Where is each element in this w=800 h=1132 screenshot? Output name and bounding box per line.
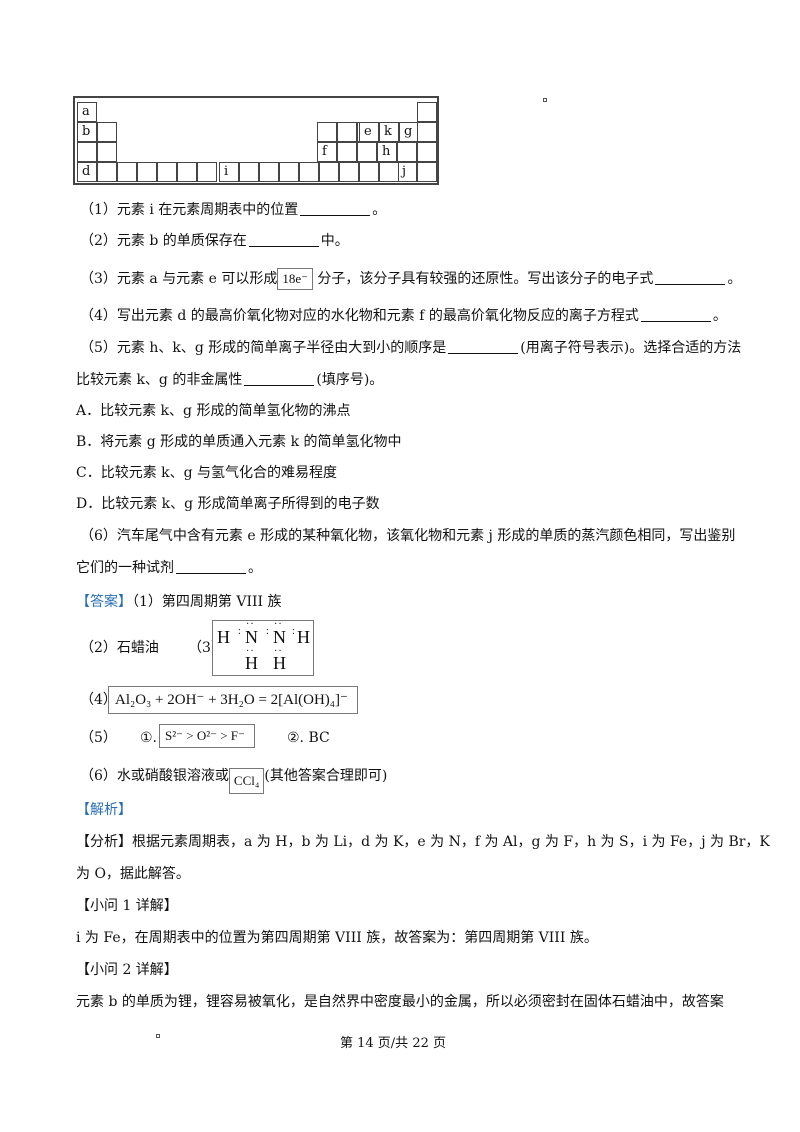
answer-tag: 【答案】 <box>76 594 132 610</box>
corner-mark-top <box>543 98 547 102</box>
table-cell: a <box>77 102 97 122</box>
table-cell <box>359 162 379 182</box>
lewis-atom: N <box>245 627 258 647</box>
answer-blank <box>300 202 371 216</box>
table-cell <box>339 162 359 182</box>
table-cell: b <box>77 122 97 142</box>
table-cell: e <box>359 122 379 142</box>
subquestion-1-text: i 为 Fe，在周期表中的位置为第四周期第 VIII 族，故答案为：第四周期第 … <box>76 930 598 946</box>
corner-mark-bottom <box>156 1034 160 1038</box>
answer-blank <box>448 340 519 354</box>
page-number: 第 14 页/共 22 页 <box>340 1036 446 1051</box>
18e-molecule-box: 18e⁻ <box>277 268 313 290</box>
table-cell <box>97 162 117 182</box>
lewis-atom: H <box>273 653 286 673</box>
table-cell <box>117 162 137 182</box>
table-cell <box>299 162 319 182</box>
subquestion-2-title: 【小问 2 详解】 <box>76 962 178 978</box>
ionic-equation-box: Al₂O₃ + 2OH⁻ + 3H₂O = 2[Al(OH)₄]⁻ <box>108 686 358 714</box>
answer-5-part-1: ①. <box>140 730 158 746</box>
lewis-atom: H <box>297 627 310 647</box>
table-cell <box>417 142 437 162</box>
table-cell: j <box>397 162 417 182</box>
table-cell <box>317 122 337 142</box>
question-1: （1）元素 i 在元素周期表中的位置。 <box>80 202 387 218</box>
subquestion-2-text: 元素 b 的单质为锂，锂容易被氧化，是自然界中密度最小的金属，所以必须密封在固体… <box>76 994 724 1010</box>
table-cell <box>97 122 117 142</box>
question-6-line-2: 它们的一种试剂。 <box>76 560 262 576</box>
table-cell <box>77 142 97 162</box>
electron-dots: : <box>266 626 270 637</box>
lewis-atom: H <box>217 627 230 647</box>
answer-4-label: （4） <box>80 692 117 708</box>
table-cell <box>319 162 339 182</box>
table-cell <box>397 142 417 162</box>
option-b: B．将元素 g 形成的单质通入元素 k 的简单氢化物中 <box>76 434 402 450</box>
ccl4-box: CCl₄ <box>228 768 265 794</box>
answer-2: （2）石蜡油 <box>80 640 159 656</box>
table-cell <box>279 162 299 182</box>
answer-blank <box>244 372 315 386</box>
option-d: D．比较元素 k、g 形成简单离子所得到的电子数 <box>76 496 380 512</box>
lewis-atom: N <box>273 627 286 647</box>
table-cell: h <box>377 142 397 162</box>
lewis-atom: H <box>245 653 258 673</box>
table-cell <box>259 162 279 182</box>
table-cell <box>197 162 217 182</box>
option-a: A．比较元素 k、g 形成的简单氢化物的沸点 <box>76 403 351 419</box>
table-cell <box>417 102 437 122</box>
table-cell <box>97 142 117 162</box>
question-6-line-1: （6）汽车尾气中含有元素 e 形成的某种氧化物，该氧化物和元素 j 形成的单质的… <box>80 528 736 544</box>
electron-dots: : <box>292 626 296 637</box>
table-cell: i <box>219 162 239 182</box>
answer-blank <box>176 560 246 574</box>
question-5-line-2: 比较元素 k、g 的非金属性(填序号)。 <box>76 372 384 388</box>
answer-5-label: （5） <box>80 730 117 746</box>
analysis-intro-line-2: 为 O，据此解答。 <box>76 866 190 882</box>
electron-dots: ·· <box>274 619 283 630</box>
answer-blank <box>655 271 726 285</box>
table-cell <box>177 162 197 182</box>
hydrazine-lewis-structure: H N N H H H ·· ·· : : : ·· ·· <box>212 620 314 676</box>
table-cell <box>417 122 437 142</box>
electron-dots: : <box>238 626 242 637</box>
table-cell <box>337 142 357 162</box>
electron-dots: ·· <box>274 646 283 657</box>
table-cell <box>379 162 399 182</box>
option-c: C．比较元素 k、g 与氢气化合的难易程度 <box>76 465 338 481</box>
answer-1: 【答案】（1）第四周期第 VIII 族 <box>76 594 282 610</box>
electron-dots: ·· <box>246 646 255 657</box>
table-cell <box>417 162 437 182</box>
answer-5-part-2: ②. BC <box>287 730 330 746</box>
answer-blank <box>248 233 319 247</box>
ion-radius-order-box: S²⁻ > O²⁻ > F⁻ <box>159 724 255 748</box>
periodic-table-fragment: a b d i e k g f h j <box>73 96 439 185</box>
question-2: （2）元素 b 的单质保存在中。 <box>80 233 349 249</box>
table-cell <box>357 142 377 162</box>
table-cell <box>137 162 157 182</box>
question-4: （4）写出元素 d 的最高价氧化物对应的水化物和元素 f 的最高价氧化物反应的离… <box>80 308 727 324</box>
table-cell: k <box>379 122 399 142</box>
table-cell <box>157 162 177 182</box>
table-cell: f <box>317 142 337 162</box>
table-cell <box>337 122 357 142</box>
table-cell: g <box>399 122 419 142</box>
answer-blank <box>640 308 711 322</box>
question-5-line-1: （5）元素 h、k、g 形成的简单离子半径由大到小的顺序是(用离子符号表示)。选… <box>80 340 742 356</box>
electron-dots: ·· <box>246 619 255 630</box>
subquestion-1-title: 【小问 1 详解】 <box>76 898 178 914</box>
table-cell: d <box>77 162 97 182</box>
analysis-intro-line-1: 【分析】根据元素周期表，a 为 H，b 为 Li，d 为 K，e 为 N，f 为… <box>76 834 770 850</box>
analysis-tag: 【解析】 <box>76 802 132 818</box>
table-cell <box>239 162 259 182</box>
